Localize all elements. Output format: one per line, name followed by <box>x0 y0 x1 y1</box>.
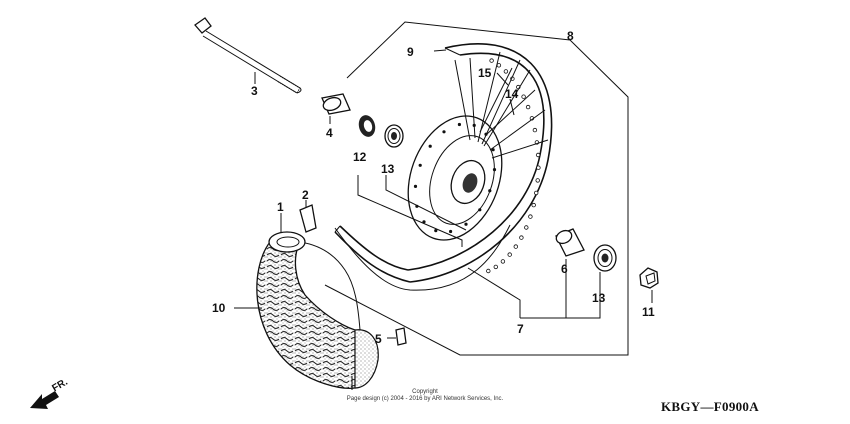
callout-12: 12 <box>353 150 367 164</box>
copyright-line-2: Page design (c) 2004 - 2016 by ARI Netwo… <box>346 396 504 402</box>
rim-spoke-hole <box>528 214 533 219</box>
hub-spoke-hole <box>434 229 438 233</box>
rim-spoke-hole <box>489 58 494 63</box>
hub-spoke-hole <box>428 144 432 148</box>
callout-11: 11 <box>642 305 655 319</box>
callout-10: 10 <box>212 301 226 315</box>
radial-bearing-right <box>593 244 617 272</box>
callout-15: 15 <box>478 66 492 80</box>
rim-spoke-hole <box>525 104 531 110</box>
callout-2: 2 <box>302 188 309 202</box>
hub-spoke-hole <box>442 130 446 134</box>
rim-spoke-hole <box>503 69 509 74</box>
rim-spoke-hole <box>531 202 536 208</box>
rim-spoke-hole <box>535 152 541 158</box>
callout-8: 8 <box>567 29 574 43</box>
callout-6: 6 <box>561 262 568 276</box>
rim-spoke-hole <box>513 244 518 249</box>
dust-seal <box>358 115 376 137</box>
leader-lines <box>234 21 653 390</box>
hub-spoke-hole <box>488 189 492 193</box>
rim-spoke-hole <box>519 235 524 240</box>
tire <box>256 241 379 389</box>
valve-cap <box>395 327 407 346</box>
callout-13-right: 13 <box>592 291 606 305</box>
callout-labels: 1 2 3 4 5 6 7 8 9 10 11 12 13 13 14 15 <box>212 29 655 346</box>
hub-spoke-hole <box>449 229 453 234</box>
callout-1: 1 <box>277 200 284 214</box>
side-collar-right <box>555 228 585 257</box>
hub-spoke-hole <box>457 122 461 127</box>
wheel-rim <box>334 43 553 283</box>
rim-spoke-hole <box>524 225 529 230</box>
rim-spoke-hole <box>496 63 502 68</box>
rim-spoke-hole <box>507 252 512 257</box>
rim-spoke-hole <box>500 259 506 264</box>
hub-spoke-hole <box>478 208 482 212</box>
distance-collar <box>321 93 351 115</box>
rim-spoke-hole <box>521 94 526 99</box>
rim-spoke-hole <box>493 264 498 270</box>
callout-14: 14 <box>505 87 519 101</box>
callout-9: 9 <box>407 45 414 59</box>
hub-spoke-hole <box>464 222 468 226</box>
hub-spoke-hole <box>418 163 422 167</box>
rim-spoke-hole <box>532 127 538 133</box>
rim-band <box>334 224 511 291</box>
front-direction-arrow-icon <box>30 391 59 409</box>
inner-tube <box>268 231 306 253</box>
callout-5: 5 <box>375 332 382 346</box>
rim-spoke-hole <box>535 178 540 183</box>
rim-spoke-hole <box>534 190 539 196</box>
diagram-code: KBGY—F0900A <box>661 399 759 414</box>
hub-spoke-hole <box>413 184 418 188</box>
rim-strip <box>299 204 317 233</box>
callout-13-left: 13 <box>381 162 395 176</box>
rim-spoke-hole <box>486 268 491 274</box>
front-axle <box>194 17 302 94</box>
callout-4: 4 <box>326 126 333 140</box>
radial-bearing-left <box>384 124 404 148</box>
axle-nut <box>639 267 659 289</box>
hub-spoke-hole <box>422 220 426 224</box>
callout-3: 3 <box>251 84 258 98</box>
callout-7: 7 <box>517 322 524 336</box>
copyright-line-1: Copyright <box>412 389 438 395</box>
rim-spoke-hole <box>536 165 541 170</box>
hub-spoke-hole <box>492 168 497 172</box>
